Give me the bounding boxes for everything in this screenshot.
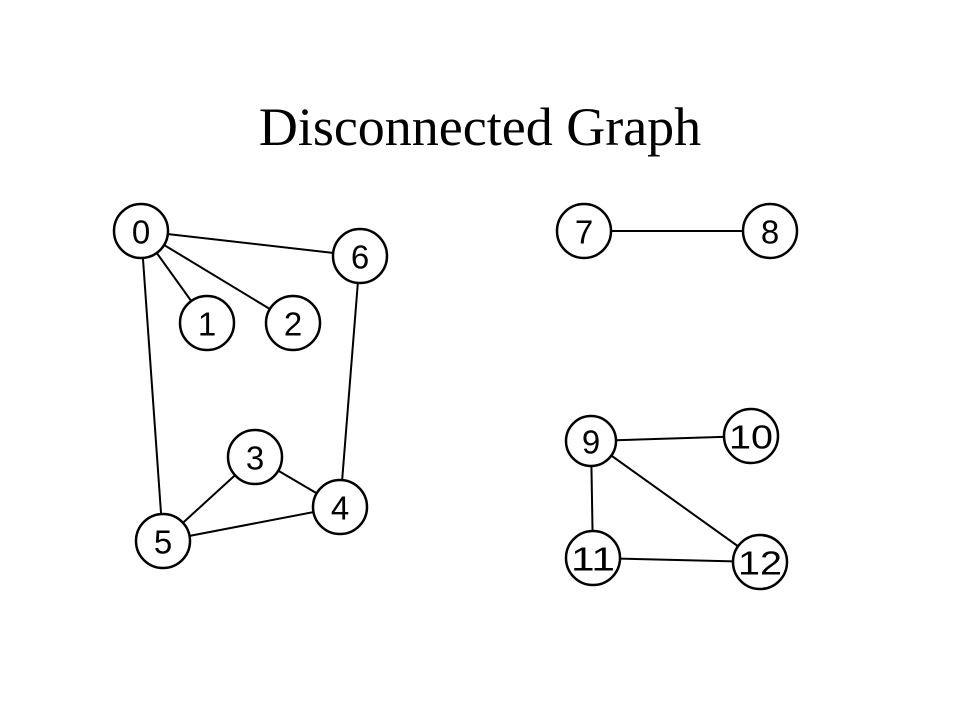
node-label-8: 8 (761, 214, 779, 251)
node-label-0: 0 (132, 214, 150, 251)
node-5: 5 (134, 512, 192, 570)
node-label-2: 2 (284, 306, 302, 343)
edge-0-2 (140, 230, 294, 324)
node-10: 10 (722, 407, 780, 465)
edge-6-4 (339, 255, 361, 508)
node-label-3: 3 (246, 440, 264, 477)
edge-9-12 (590, 440, 761, 563)
node-circle-12 (731, 533, 789, 591)
node-circle-9 (564, 414, 618, 468)
node-circle-0 (112, 202, 170, 260)
slide-title: Disconnected Graph (258, 97, 702, 157)
node-label-6: 6 (351, 239, 369, 276)
edge-0-5 (140, 230, 164, 542)
node-0: 0 (112, 202, 170, 260)
node-8: 8 (741, 202, 799, 260)
node-3: 3 (226, 428, 284, 486)
edge-0-6 (140, 230, 361, 257)
node-12: 12 (731, 533, 789, 591)
node-circle-7 (555, 202, 613, 260)
node-circle-10 (722, 407, 780, 465)
edge-5-4 (162, 506, 341, 542)
node-2: 2 (264, 294, 322, 352)
node-label-11: 11 (571, 541, 615, 578)
node-circle-2 (264, 294, 322, 352)
node-circle-8 (741, 202, 799, 260)
node-label-12: 12 (738, 545, 782, 582)
node-9: 9 (564, 414, 618, 468)
node-11: 11 (564, 529, 622, 587)
node-7: 7 (555, 202, 613, 260)
node-circle-4 (311, 478, 369, 536)
node-label-1: 1 (198, 306, 216, 343)
node-label-5: 5 (154, 524, 172, 561)
node-circle-1 (178, 294, 236, 352)
node-6: 6 (331, 227, 389, 285)
edge-layer (140, 230, 770, 563)
node-1: 1 (178, 294, 236, 352)
node-circle-5 (134, 512, 192, 570)
node-4: 4 (311, 478, 369, 536)
node-circle-3 (226, 428, 284, 486)
node-circle-11 (564, 529, 622, 587)
node-label-7: 7 (575, 214, 593, 251)
node-circle-6 (331, 227, 389, 285)
node-label-9: 9 (582, 424, 600, 461)
node-label-4: 4 (331, 490, 349, 527)
node-label-10: 10 (729, 419, 773, 456)
